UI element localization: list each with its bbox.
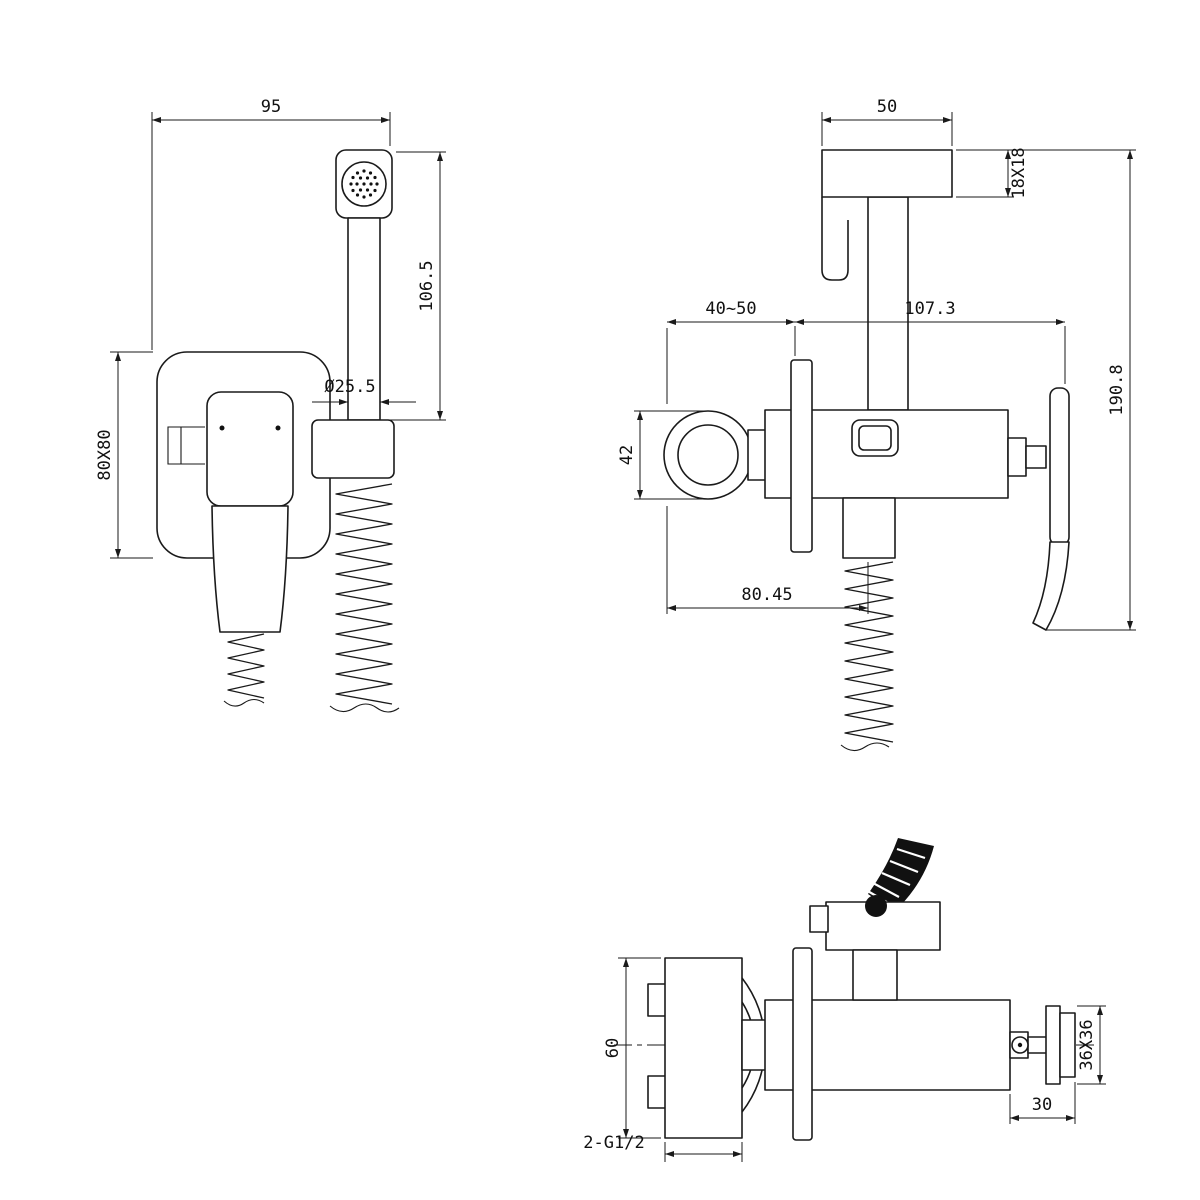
dim-label-sprayer-height: 106.5 <box>417 260 437 311</box>
handle-hose-coil <box>227 633 265 699</box>
dim-bottom-cap-depth: 30 <box>1009 1082 1076 1124</box>
dim-bottom-cap-size: 36X36 <box>1077 1005 1106 1085</box>
shower-hose-coil <box>335 483 393 705</box>
dim-side-body-length: 107.3 <box>795 299 1066 384</box>
hose-break-line <box>329 703 400 713</box>
escutcheon-pin <box>275 425 281 431</box>
dim-label-cap-size: 36X36 <box>1077 1019 1097 1070</box>
cap-screw-dot <box>1017 1042 1023 1048</box>
dim-label-outlet-offset: 80.45 <box>741 585 792 605</box>
cartridge-shaft <box>1025 445 1047 469</box>
body-detail <box>851 419 899 457</box>
flange-edge-bottom <box>792 947 813 1141</box>
mount-hook <box>167 426 205 465</box>
flange-edge <box>790 359 813 553</box>
dim-side-holder-width: 50 <box>821 97 953 146</box>
dim-label-cap-depth: 30 <box>1032 1095 1052 1115</box>
cap-plate <box>1045 1005 1061 1085</box>
dim-side-inlet-diameter: 42 <box>617 410 706 500</box>
dim-side-wall-depth: 40~50 <box>666 299 796 404</box>
lever-handle <box>211 505 289 633</box>
cap-shaft <box>1027 1036 1049 1054</box>
spray-nozzle-holes <box>349 169 379 199</box>
holder-hook <box>821 197 849 281</box>
dim-label-front-width: 95 <box>261 97 281 117</box>
dim-label-inlet-height: 60 <box>603 1038 623 1058</box>
inlet-manifold <box>664 957 743 1139</box>
side-view: 50 18X18 40~50 107.3 42 190.8 <box>617 97 1136 752</box>
hose-break-line <box>223 698 265 707</box>
dim-front-sprayer-diameter: Ø25.5 <box>312 377 416 405</box>
dim-label-holder-section: 18X18 <box>1009 147 1029 198</box>
hose-break-line <box>840 742 890 752</box>
dim-front-plate-size: 80X80 <box>95 351 153 559</box>
dim-label-wall-depth: 40~50 <box>705 299 756 319</box>
body-detail-inner <box>858 425 892 451</box>
dim-front-width: 95 <box>151 97 391 350</box>
dim-label-holder-width: 50 <box>877 97 897 117</box>
holder-top <box>821 149 953 198</box>
dim-label-sprayer-diameter: Ø25.5 <box>324 377 375 397</box>
lever-paddle-edge <box>1032 541 1070 631</box>
dim-label-inlet-diameter: 42 <box>617 445 637 465</box>
escutcheon <box>206 391 294 507</box>
bottom-view: 60 2-G1/2 30 36X36 <box>583 838 1106 1162</box>
holder-stem-bottom <box>852 949 898 1001</box>
manifold-neck <box>741 1019 767 1071</box>
dim-side-holder-section: 18X18 <box>956 147 1136 199</box>
cap-end <box>1059 1012 1076 1078</box>
dim-side-outlet-offset: 80.45 <box>666 506 869 614</box>
dim-label-overall-height: 190.8 <box>1107 364 1127 415</box>
inlet-neck <box>747 429 767 481</box>
shower-hose-coil-side <box>844 561 894 743</box>
dim-label-plate-size: 80X80 <box>95 429 115 480</box>
front-view: 95 106.5 Ø25.5 80X80 <box>95 97 446 713</box>
inlet-port <box>677 424 739 486</box>
hose-outlet <box>842 497 896 559</box>
dim-label-body-length: 107.3 <box>904 299 955 319</box>
inlet-port-tab <box>647 1075 667 1109</box>
holder-bracket <box>311 419 395 479</box>
holder-stem <box>867 196 909 411</box>
holder-tab <box>809 905 829 933</box>
cartridge-step <box>1007 437 1027 477</box>
lever-plate-edge <box>1049 387 1070 546</box>
inlet-port-tab <box>647 983 667 1017</box>
escutcheon-pin <box>219 425 225 431</box>
dim-bottom-inlet-height: 60 <box>603 957 661 1139</box>
hose-connector <box>865 895 887 917</box>
dim-side-overall-height: 190.8 <box>1046 150 1136 631</box>
dim-bottom-thread: 2-G1/2 <box>583 1133 743 1162</box>
dim-label-thread: 2-G1/2 <box>583 1133 644 1153</box>
dim-front-sprayer-height: 106.5 <box>384 151 446 421</box>
